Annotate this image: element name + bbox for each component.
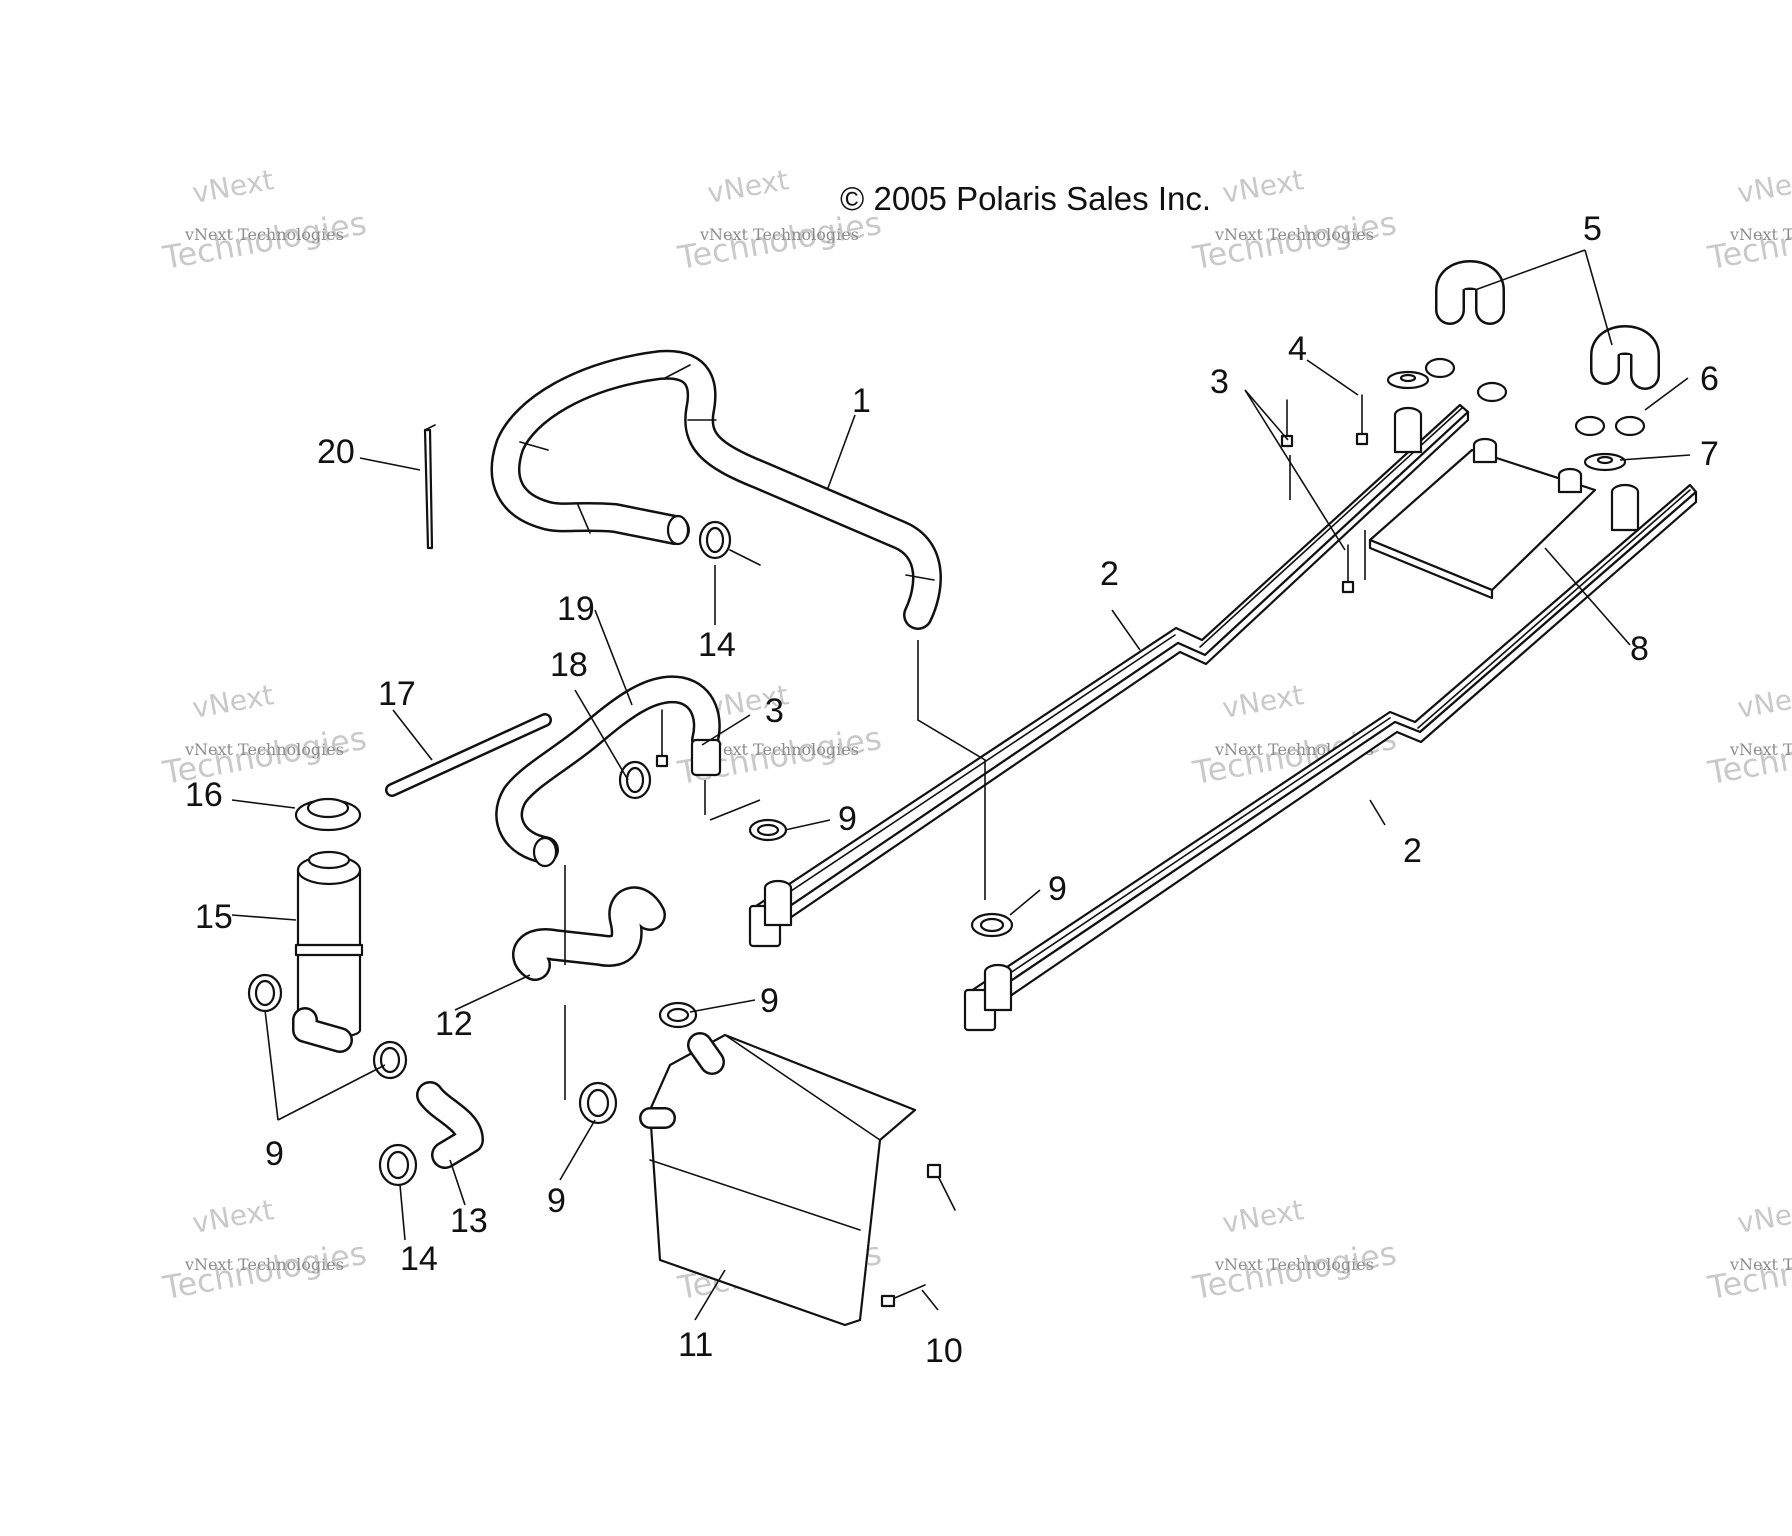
callout-2: 2 (1100, 555, 1119, 593)
svg-text:vNext: vNext (1220, 678, 1306, 725)
svg-text:vNext: vNext (1735, 1193, 1792, 1240)
watermark: vNext Technologies vNext Technologies (1189, 163, 1399, 277)
watermark: vNext Technologies vNext Technologies (159, 678, 369, 792)
callout-14: 14 (400, 1240, 438, 1278)
svg-text:vNext Technologies: vNext Technologies (184, 740, 344, 759)
svg-text:vNext Technologies: vNext Technologies (1729, 740, 1792, 759)
part-20-rod (423, 424, 436, 550)
part-11-panel (578, 1032, 917, 1327)
callout-17: 17 (378, 675, 416, 713)
callout-3: 3 (765, 692, 784, 730)
watermark: vNext Technologies vNext Technologies (1189, 1193, 1399, 1307)
callout-1: 1 (852, 382, 871, 420)
watermark: vNext Technologies vNext Technologies (1704, 163, 1792, 277)
svg-text:vNext: vNext (190, 1193, 276, 1240)
svg-text:vNext Technologies: vNext Technologies (1729, 1255, 1792, 1274)
watermark: vNext Technologies vNext Technologies (1704, 1193, 1792, 1307)
callout-14: 14 (698, 626, 736, 664)
callout-16: 16 (185, 776, 223, 814)
part-6-7-clamps-washers (1386, 357, 1646, 472)
callout-2: 2 (1403, 832, 1422, 870)
part-9-clamps (748, 818, 1014, 938)
copyright-text: © 2005 Polaris Sales Inc. (840, 180, 1211, 217)
part-8-plate (1368, 437, 1597, 600)
connector-lines (564, 455, 1366, 1100)
callout-9: 9 (547, 1182, 566, 1220)
callout-11: 11 (678, 1326, 713, 1364)
watermarks: vNext Technologies vNext Technologies vN… (159, 163, 1792, 1307)
part-19-hose (495, 675, 722, 868)
svg-text:vNext: vNext (1220, 1193, 1306, 1240)
callout-19: 19 (557, 590, 595, 628)
svg-text:vNext: vNext (1220, 163, 1306, 210)
part-1-upper-hose (490, 349, 942, 630)
part-15-bottle (247, 850, 364, 1053)
callout-15: 15 (195, 898, 233, 936)
callout-13: 13 (450, 1202, 488, 1240)
part-13-elbow (372, 1040, 484, 1169)
callout-3: 3 (1210, 363, 1229, 401)
callout-7: 7 (1700, 435, 1719, 473)
bolts (655, 394, 1369, 768)
part-16-cap (294, 797, 362, 832)
callout-12: 12 (435, 1005, 473, 1043)
svg-text:vNext Technologies: vNext Technologies (1214, 225, 1374, 244)
callout-8: 8 (1630, 630, 1649, 668)
part-2-lower-rail (963, 483, 1698, 1032)
callout-20: 20 (317, 433, 355, 471)
svg-text:vNext: vNext (1735, 678, 1792, 725)
part-2-upper-rail (748, 403, 1470, 948)
part-10-rivets (880, 1163, 956, 1308)
callout-10: 10 (925, 1332, 963, 1370)
svg-text:vNext: vNext (190, 678, 276, 725)
svg-text:vNext: vNext (705, 163, 791, 210)
watermark: vNext Technologies vNext Technologies (159, 163, 369, 277)
part-12-hose (512, 886, 698, 1029)
svg-text:vNext Technologies: vNext Technologies (1729, 225, 1792, 244)
callout-5: 5 (1583, 210, 1602, 248)
svg-text:vNext Technologies: vNext Technologies (184, 1255, 344, 1274)
svg-text:vNext Technologies: vNext Technologies (1214, 1255, 1374, 1274)
callout-9: 9 (838, 800, 857, 838)
callouts: 1 2 2 3 3 4 5 6 7 8 9 9 9 9 9 10 11 12 1… (185, 210, 1719, 1370)
watermark: vNext Technologies vNext Technologies (159, 1193, 369, 1307)
svg-text:vNext: vNext (190, 163, 276, 210)
callout-9: 9 (760, 982, 779, 1020)
part-5-elbows (1435, 260, 1660, 390)
svg-text:vNext Technologies: vNext Technologies (699, 740, 859, 759)
part-17-tube (385, 713, 552, 797)
part-14-clamps (378, 520, 761, 1187)
callout-4: 4 (1288, 330, 1307, 368)
svg-text:vNext: vNext (1735, 163, 1792, 210)
callout-9: 9 (1048, 870, 1067, 908)
callout-leaders (231, 249, 1691, 1321)
callout-6: 6 (1700, 360, 1719, 398)
svg-text:vNext Technologies: vNext Technologies (699, 225, 859, 244)
watermark: vNext Technologies vNext Technologies (1704, 678, 1792, 792)
svg-text:vNext Technologies: vNext Technologies (184, 225, 344, 244)
callout-18: 18 (550, 646, 588, 684)
callout-9: 9 (265, 1135, 284, 1173)
